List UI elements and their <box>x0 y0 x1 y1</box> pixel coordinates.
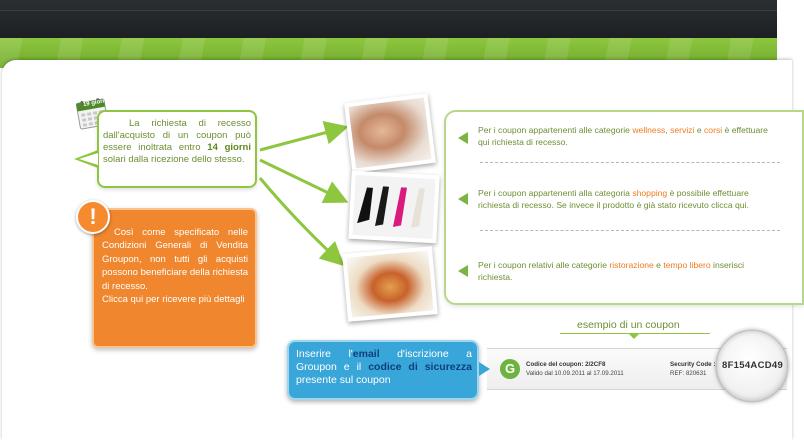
divider-2 <box>480 230 780 231</box>
categories-box <box>444 110 804 305</box>
arrow-to-wellness <box>259 121 349 152</box>
security-code-value: 8F154ACD49 <box>722 360 784 371</box>
category-ristorazione-text: Per i coupon relativi alle categorie ris… <box>478 260 745 282</box>
green-bubble-tail-inner <box>79 153 98 165</box>
coupon-example-pointer-icon <box>629 334 639 339</box>
food-photo <box>342 246 438 322</box>
shopping-photo <box>348 170 440 244</box>
input-instructions-text: Inserire l'email d'iscrizione a Groupon … <box>296 348 472 386</box>
input-instructions-bubble: Inserire l'email d'iscrizione a Groupon … <box>287 340 479 400</box>
recesso-days-bold: 14 giorni <box>207 142 252 153</box>
recesso-text-part2: solari dalla ricezione dello stesso. <box>103 154 245 165</box>
coupon-ref: REF: 820631 <box>670 370 707 377</box>
category-shopping-text: Per i coupon appartenenti alla categoria… <box>478 188 749 210</box>
wellness-photo <box>344 93 436 173</box>
conditions-details-link[interactable]: Clicca qui per ricevere più dettagli <box>102 294 245 306</box>
connector-arrows <box>258 121 349 267</box>
coupon-code-label: Codice del coupon: 2/2CF8 <box>526 361 606 368</box>
coupon-example-title: esempio di un coupon <box>577 319 680 331</box>
magnifier-icon <box>716 330 788 402</box>
security-code-highlight: codice di sicurezza <box>368 361 472 373</box>
browser-top-bar <box>0 0 777 38</box>
security-code-label: Security Code : <box>670 361 716 368</box>
email-highlight: email <box>352 348 380 360</box>
coupon-validity: Valido dal 10.09.2011 al 17.09.2011 <box>526 370 624 377</box>
recesso-text-part1: La richiesta di recesso dall'acquisto di… <box>103 118 251 153</box>
category3-pointer-icon <box>458 265 468 277</box>
arrow-to-shopping <box>259 158 349 203</box>
recesso-info-bubble: La richiesta di recesso dall'acquisto di… <box>97 110 257 188</box>
divider-1 <box>480 162 780 163</box>
category2-pointer-icon <box>458 193 468 205</box>
arrow-to-food <box>258 177 345 267</box>
recesso-info-text: La richiesta di recesso dall'acquisto di… <box>103 118 251 166</box>
category-wellness-text: Per i coupon appartenenti alle categorie… <box>478 125 768 147</box>
warning-icon: ! <box>76 200 110 234</box>
conditions-bubble: Così come specificato nelle Condizioni G… <box>92 208 257 348</box>
groupon-logo-icon: G <box>500 359 520 379</box>
coupon-example-underline <box>560 333 710 334</box>
conditions-main-text: Così come specificato nelle Condizioni G… <box>102 227 248 292</box>
blue-bubble-tail <box>479 362 490 376</box>
conditions-text: Così come specificato nelle Condizioni G… <box>102 226 248 306</box>
category1-pointer-icon <box>458 132 468 144</box>
calendar-icon: 19 giorni <box>74 95 110 131</box>
